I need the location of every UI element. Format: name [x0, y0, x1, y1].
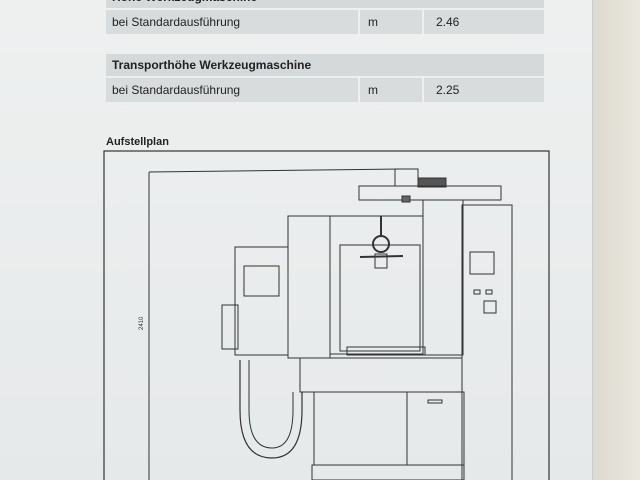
tool-changer-window: [243, 265, 280, 297]
tool-holder: [374, 253, 388, 269]
control-button: [483, 300, 497, 314]
spindle: [372, 235, 390, 253]
machine-window: [339, 244, 421, 352]
machine-part: [401, 195, 411, 203]
background-surface: [585, 0, 640, 480]
height-dimension: 2410: [139, 316, 145, 330]
machine-base: [299, 357, 463, 393]
height-table: Höhe Werkzeugmaschine bei Standardausfüh…: [106, 0, 544, 34]
table-header: Transporthöhe Werkzeugmaschine: [106, 54, 544, 76]
machine-column: [287, 215, 331, 359]
drawer-handle: [427, 399, 443, 404]
row-label: bei Standardausführung: [106, 10, 360, 34]
control-cabinet: [461, 204, 513, 480]
transport-height-table: Transporthöhe Werkzeugmaschine bei Stand…: [106, 54, 544, 102]
drawing-frame: [103, 150, 550, 480]
machine-part: [394, 168, 419, 187]
machine-foot: [311, 464, 465, 480]
handle: [359, 255, 404, 258]
machine-head: [358, 185, 502, 201]
coolant-hose: [239, 360, 303, 459]
row-label: bei Standardausführung: [106, 78, 360, 102]
control-button: [485, 289, 493, 295]
row-value: 2.25: [436, 83, 460, 97]
row-value: 2.46: [436, 15, 460, 29]
table-header: Höhe Werkzeugmaschine: [106, 0, 544, 8]
row-unit: m: [360, 10, 424, 34]
installation-plan-drawing: 2410: [103, 150, 550, 480]
machine-part: [417, 177, 447, 188]
handle: [221, 304, 239, 350]
control-screen: [469, 251, 495, 275]
table-row: bei Standardausführung m 2.46: [106, 10, 544, 34]
control-button: [473, 289, 481, 295]
machine-table: [346, 346, 426, 356]
dimension-line: [148, 168, 401, 173]
section-title: Aufstellplan: [106, 136, 169, 148]
document-page: Höhe Werkzeugmaschine bei Standardausfüh…: [0, 0, 593, 480]
coolant-hose: [248, 360, 294, 449]
machine-column: [422, 199, 464, 356]
table-row: bei Standardausführung m 2.25: [106, 78, 544, 102]
row-unit: m: [360, 78, 424, 102]
tool-changer: [234, 246, 289, 356]
